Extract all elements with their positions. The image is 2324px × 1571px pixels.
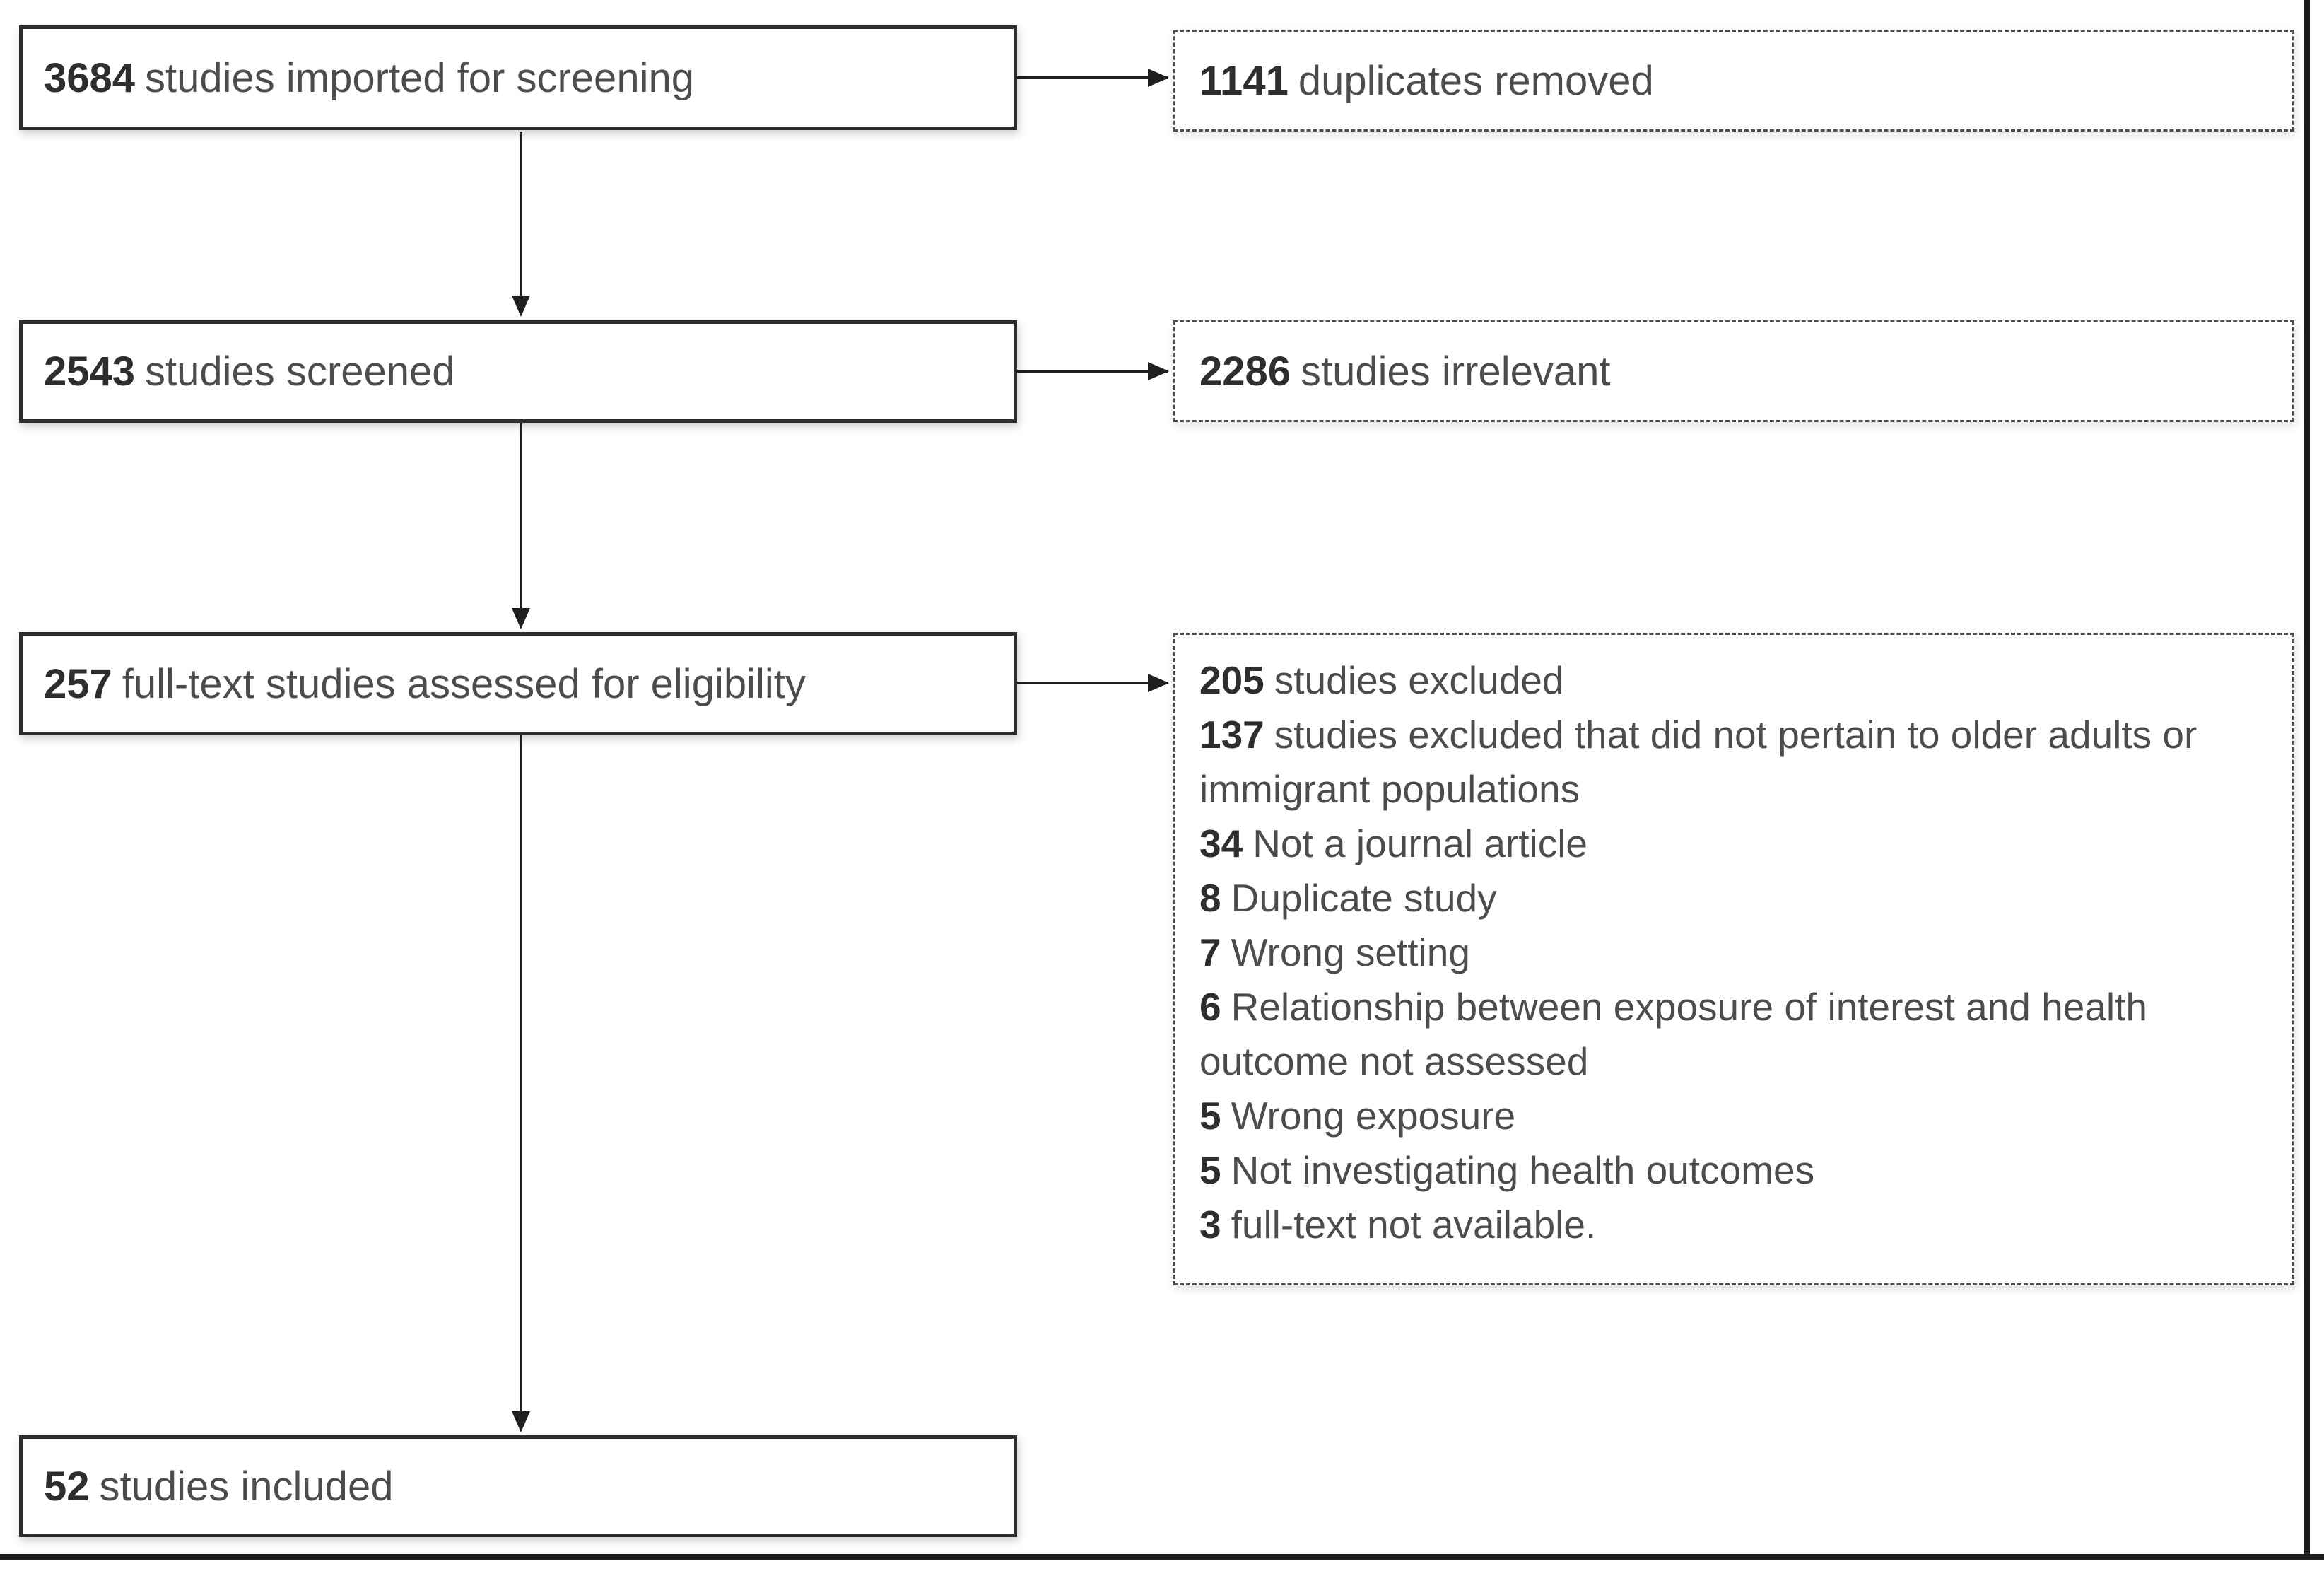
step-screened-count: 2543	[44, 349, 136, 395]
studies-irrelevant-label: studies irrelevant	[1301, 348, 1611, 395]
reason-6-count: 5	[1199, 1148, 1221, 1192]
reason-2-label: Duplicate study	[1231, 876, 1497, 920]
step-imported-label: studies imported for screening	[145, 54, 694, 101]
reason-7-count: 3	[1199, 1203, 1221, 1246]
frame-right-line	[2304, 0, 2310, 1560]
step-included-label: studies included	[99, 1463, 394, 1509]
frame-bottom-line	[0, 1554, 2324, 1560]
studies-irrelevant-count: 2286	[1199, 348, 1291, 395]
step-screened-label: studies screened	[145, 349, 455, 395]
reason-7-label: full-text not available.	[1231, 1203, 1597, 1246]
reason-5-count: 5	[1199, 1094, 1221, 1138]
duplicates-removed-count: 1141	[1199, 57, 1289, 104]
reason-5-label: Wrong exposure	[1231, 1094, 1516, 1138]
reason-1-count: 34	[1199, 822, 1243, 865]
reason-0-count: 137	[1199, 713, 1264, 757]
step-included-count: 52	[44, 1463, 90, 1509]
studies-excluded-count: 205	[1199, 658, 1264, 702]
reason-2-count: 8	[1199, 876, 1221, 920]
reason-1-label: Not a journal article	[1252, 822, 1588, 865]
reason-4-label: Relationship between exposure of interes…	[1199, 985, 2148, 1083]
reason-6-label: Not investigating health outcomes	[1231, 1148, 1815, 1192]
step-fulltext-label: full-text studies assessed for eligibili…	[122, 660, 806, 707]
studies-excluded-label: studies excluded	[1274, 658, 1564, 702]
reason-4-count: 6	[1199, 985, 1221, 1029]
step-imported-count: 3684	[44, 54, 136, 101]
reason-0-label: studies excluded that did not pertain to…	[1199, 713, 2197, 811]
duplicates-removed-label: duplicates removed	[1298, 57, 1654, 104]
reason-3-count: 7	[1199, 930, 1221, 974]
reason-3-label: Wrong setting	[1231, 930, 1470, 974]
step-fulltext-count: 257	[44, 660, 112, 707]
